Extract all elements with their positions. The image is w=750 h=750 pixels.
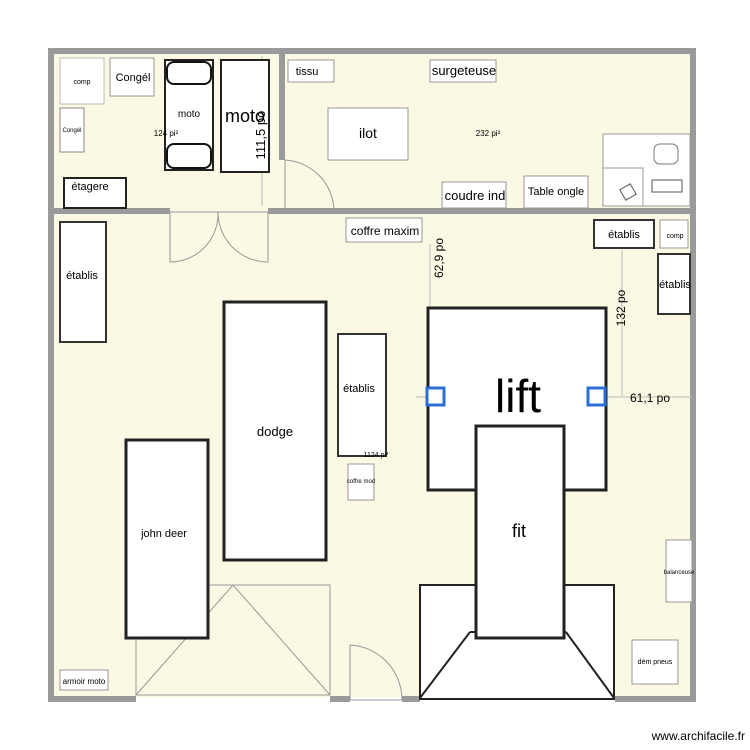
doors: [135, 159, 403, 701]
garage-area-label: 1124 pi²: [364, 452, 389, 459]
etablis-left-label: établis: [66, 270, 98, 282]
etablis-left: [59, 221, 107, 343]
interior-walls: [52, 52, 692, 214]
desk-inner: [602, 167, 644, 207]
balanceuse: [665, 539, 693, 603]
coffre-maxim-label: coffre maxim: [351, 224, 419, 238]
congel-side-label: Congél: [62, 128, 81, 134]
lift-handle-right[interactable]: [586, 386, 607, 407]
comp-top-label: comp: [73, 79, 90, 86]
coudre-ind: [441, 181, 507, 209]
fit[interactable]: [474, 424, 566, 640]
comp-right-label: comp: [666, 233, 683, 240]
etablis-right-side: [657, 253, 691, 315]
top-left-area-label: 124 pi²: [154, 129, 179, 138]
congel-side: [59, 107, 85, 153]
dim-132-label: 132 po: [614, 289, 628, 326]
top-right-area-label: 232 pi²: [476, 129, 501, 138]
tissu: [287, 59, 335, 83]
etablis-right-top-label: établis: [608, 229, 640, 241]
table-ongle-label: Table ongle: [528, 186, 584, 198]
moto-small-label: moto: [178, 109, 201, 120]
coudre-ind-label: coudre ind: [445, 188, 506, 203]
dem-pneus: [631, 639, 679, 685]
fit-label: fit: [512, 521, 526, 541]
armoir-moto-label: armoir moto: [63, 677, 106, 686]
table-ongle: [523, 175, 589, 209]
moto-small[interactable]: [164, 59, 214, 171]
etablis-right-side-label: établis: [659, 279, 691, 291]
dim-111-label: 111,5 po: [253, 111, 268, 160]
etablis-center-label: établis: [343, 383, 375, 395]
balanceuse-label: balanceuse: [664, 570, 695, 576]
desk-chair: [653, 143, 679, 165]
comp-right: [659, 219, 689, 249]
armoir-moto: [59, 669, 109, 691]
moto-wheel-rear: [166, 143, 212, 169]
outer-walls: [48, 48, 696, 702]
moto-large-label: moto: [225, 106, 265, 126]
ilot-label: ilot: [359, 125, 377, 141]
john-deer[interactable]: [124, 438, 210, 640]
congel-top: [109, 57, 155, 97]
comp-top: [59, 57, 105, 105]
printer-icon: [619, 183, 637, 201]
etablis-center: [337, 333, 387, 457]
dim-61-label: 61,1 po: [630, 391, 670, 405]
coffre-mod-label: coffre mod: [347, 479, 375, 485]
etagere[interactable]: [63, 177, 127, 209]
keyboard-icon: [651, 179, 683, 193]
dodge-label: dodge: [257, 424, 293, 439]
john-deer-label: john deer: [140, 528, 187, 540]
dodge[interactable]: [222, 300, 328, 562]
surgeteuse-label: surgeteuse: [432, 63, 496, 78]
lift-label: lift: [495, 370, 541, 422]
dem-pneus-label: dém pneus: [638, 659, 673, 666]
congel-top-label: Congél: [116, 72, 151, 84]
coffre-maxim: [345, 217, 423, 243]
lift-handle-left[interactable]: [425, 386, 446, 407]
dim-62-label: 62,9 po: [432, 238, 446, 278]
moto-wheel-front: [166, 61, 212, 85]
surgeteuse: [429, 59, 497, 83]
etablis-right-top: [593, 219, 655, 249]
moto-large[interactable]: [220, 59, 270, 173]
watermark[interactable]: www.archifacile.fr: [651, 729, 745, 743]
tissu-label: tissu: [296, 66, 319, 78]
ilot[interactable]: [327, 107, 409, 161]
coffre-mod: [347, 463, 375, 501]
etagere-label: étagere: [71, 181, 108, 193]
